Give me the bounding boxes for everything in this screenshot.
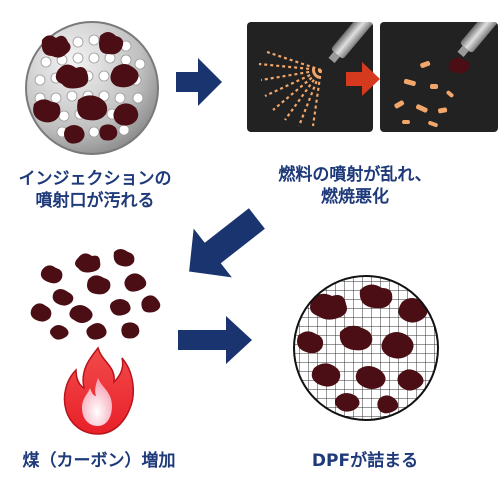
- dpf-filter-icon: [293, 275, 439, 421]
- arrow-right-icon: [178, 316, 252, 364]
- soot-cloud-icon: [30, 249, 161, 340]
- step2-label: 燃料の噴射が乱れ、 燃焼悪化: [260, 164, 450, 208]
- step1-line1: インジェクションの: [18, 169, 172, 189]
- flame-icon: [63, 346, 135, 435]
- arrow-right-icon: [346, 62, 380, 96]
- step1-line2: 噴射口が汚れる: [35, 191, 155, 211]
- spray-icon: [258, 22, 373, 127]
- spray-icon: [394, 22, 498, 128]
- step2-line1: 燃料の噴射が乱れ、: [278, 165, 432, 185]
- injector-nozzle-icon: [25, 21, 159, 155]
- step2-line2: 燃焼悪化: [321, 187, 389, 207]
- arrow-down-left-icon: [189, 208, 265, 278]
- step3-label: 煤（カーボン）増加: [22, 451, 176, 471]
- arrow-right-icon: [176, 58, 222, 106]
- step4-label: DPFが詰まる: [311, 451, 419, 471]
- step1-label: インジェクションの 噴射口が汚れる: [0, 168, 190, 212]
- nozzle-clogged-panel: [380, 22, 498, 132]
